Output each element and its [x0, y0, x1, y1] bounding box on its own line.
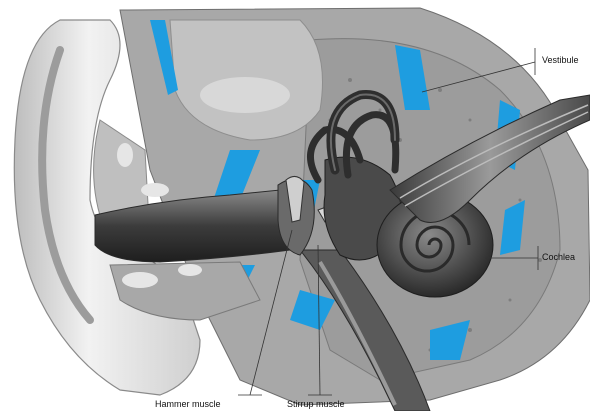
- cavity-3: [117, 143, 133, 167]
- stirrup-muscle-label: Stirrup muscle: [287, 399, 345, 409]
- cavity-1: [122, 272, 158, 288]
- upper-cavity-highlight: [200, 77, 290, 113]
- cochlea-label: Cochlea: [542, 252, 575, 262]
- vestibule-label: Vestibule: [542, 55, 579, 65]
- cavity-4: [141, 183, 169, 197]
- cavity-2: [178, 264, 202, 276]
- hammer-muscle-label: Hammer muscle: [155, 399, 221, 409]
